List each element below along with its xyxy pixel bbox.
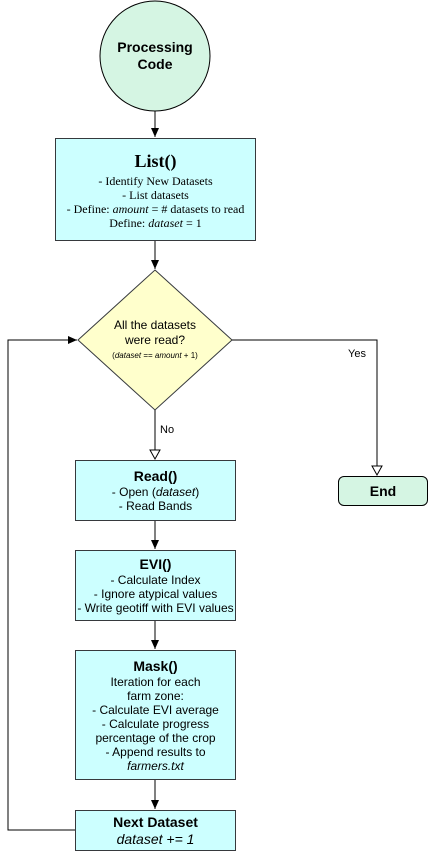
evi-line1: - Calculate Index (110, 573, 201, 587)
decision-cond-em2: amount (154, 351, 182, 360)
start-label-line2: Code (137, 56, 173, 72)
evi-line2: - Ignore atypical values (93, 587, 218, 601)
read-process-box: Read() - Open (dataset) - Read Bands (75, 460, 236, 521)
mask-line2: farm zone: (127, 688, 184, 703)
edge-next-loop-to-decision (7, 336, 77, 831)
read-title: Read() (133, 468, 178, 484)
decision-cond-mid: == (141, 351, 155, 360)
next-line1: dataset += 1 (117, 831, 195, 847)
decision-line2: were read? (124, 333, 186, 347)
mask-line4: - Calculate progress (101, 716, 210, 731)
edge-decision-yes-to-end (232, 339, 383, 477)
mask-line1: Iteration for each (110, 674, 201, 689)
read-line1: - Open (dataset) (112, 485, 199, 499)
end-node: End (338, 476, 428, 506)
decision-cond-em1: dataset (114, 351, 142, 360)
read-line1-pre: - Open ( (111, 485, 156, 499)
start-node: Processing Code (100, 30, 210, 82)
edge-label-yes: Yes (348, 348, 366, 360)
list-title: List() (134, 150, 177, 171)
decision-cond-open: ( (112, 351, 115, 360)
mask-process-box: Mask() Iteration for each farm zone: - C… (75, 650, 236, 780)
list-process-box: List() - Identify New Datasets - List da… (55, 138, 256, 241)
read-line1-post: ) (195, 485, 200, 499)
next-line1-em: dataset += 1 (116, 831, 195, 847)
decision-line1: All the datasets (113, 318, 197, 332)
edge-label-no: No (160, 424, 175, 436)
mask-line3: - Calculate EVI average (92, 702, 219, 717)
evi-process-box: EVI() - Calculate Index - Ignore atypica… (75, 550, 236, 621)
end-label: End (369, 483, 397, 499)
read-line2: - Read Bands (118, 499, 193, 513)
list-line3-pre: - Define: (66, 201, 113, 216)
list-line2: - List datasets (122, 187, 189, 202)
mask-line7: farmers.txt (127, 759, 184, 773)
mask-line7-em: farmers.txt (127, 758, 184, 773)
list-line4-pre: Define: (109, 215, 149, 230)
evi-line3: - Write geotiff with EVI values (77, 601, 234, 615)
decision-condition: (dataset == amount + 1) (95, 350, 215, 362)
next-title: Next Dataset (113, 814, 198, 830)
mask-line6: - Append results to (105, 744, 206, 759)
mask-title: Mask() (133, 657, 178, 674)
list-line4: Define: dataset = 1 (109, 216, 201, 230)
list-line4-post: = 1 (182, 215, 202, 230)
mask-line5: percentage of the crop (95, 730, 216, 745)
list-line1: - Identify New Datasets (98, 173, 213, 188)
next-dataset-box: Next Dataset dataset += 1 (75, 810, 236, 851)
list-line3-em: amount (112, 201, 149, 216)
list-line3: - Define: amount = # datasets to read (67, 202, 245, 216)
list-line3-post: = # datasets to read (148, 201, 245, 216)
decision-node: All the datasets were read? (dataset == … (95, 316, 215, 364)
list-line4-em: dataset (148, 215, 183, 230)
evi-title: EVI() (139, 556, 172, 572)
start-label-line1: Processing (117, 39, 193, 55)
read-line1-em: dataset (155, 485, 196, 499)
decision-cond-close: + 1) (181, 351, 198, 360)
